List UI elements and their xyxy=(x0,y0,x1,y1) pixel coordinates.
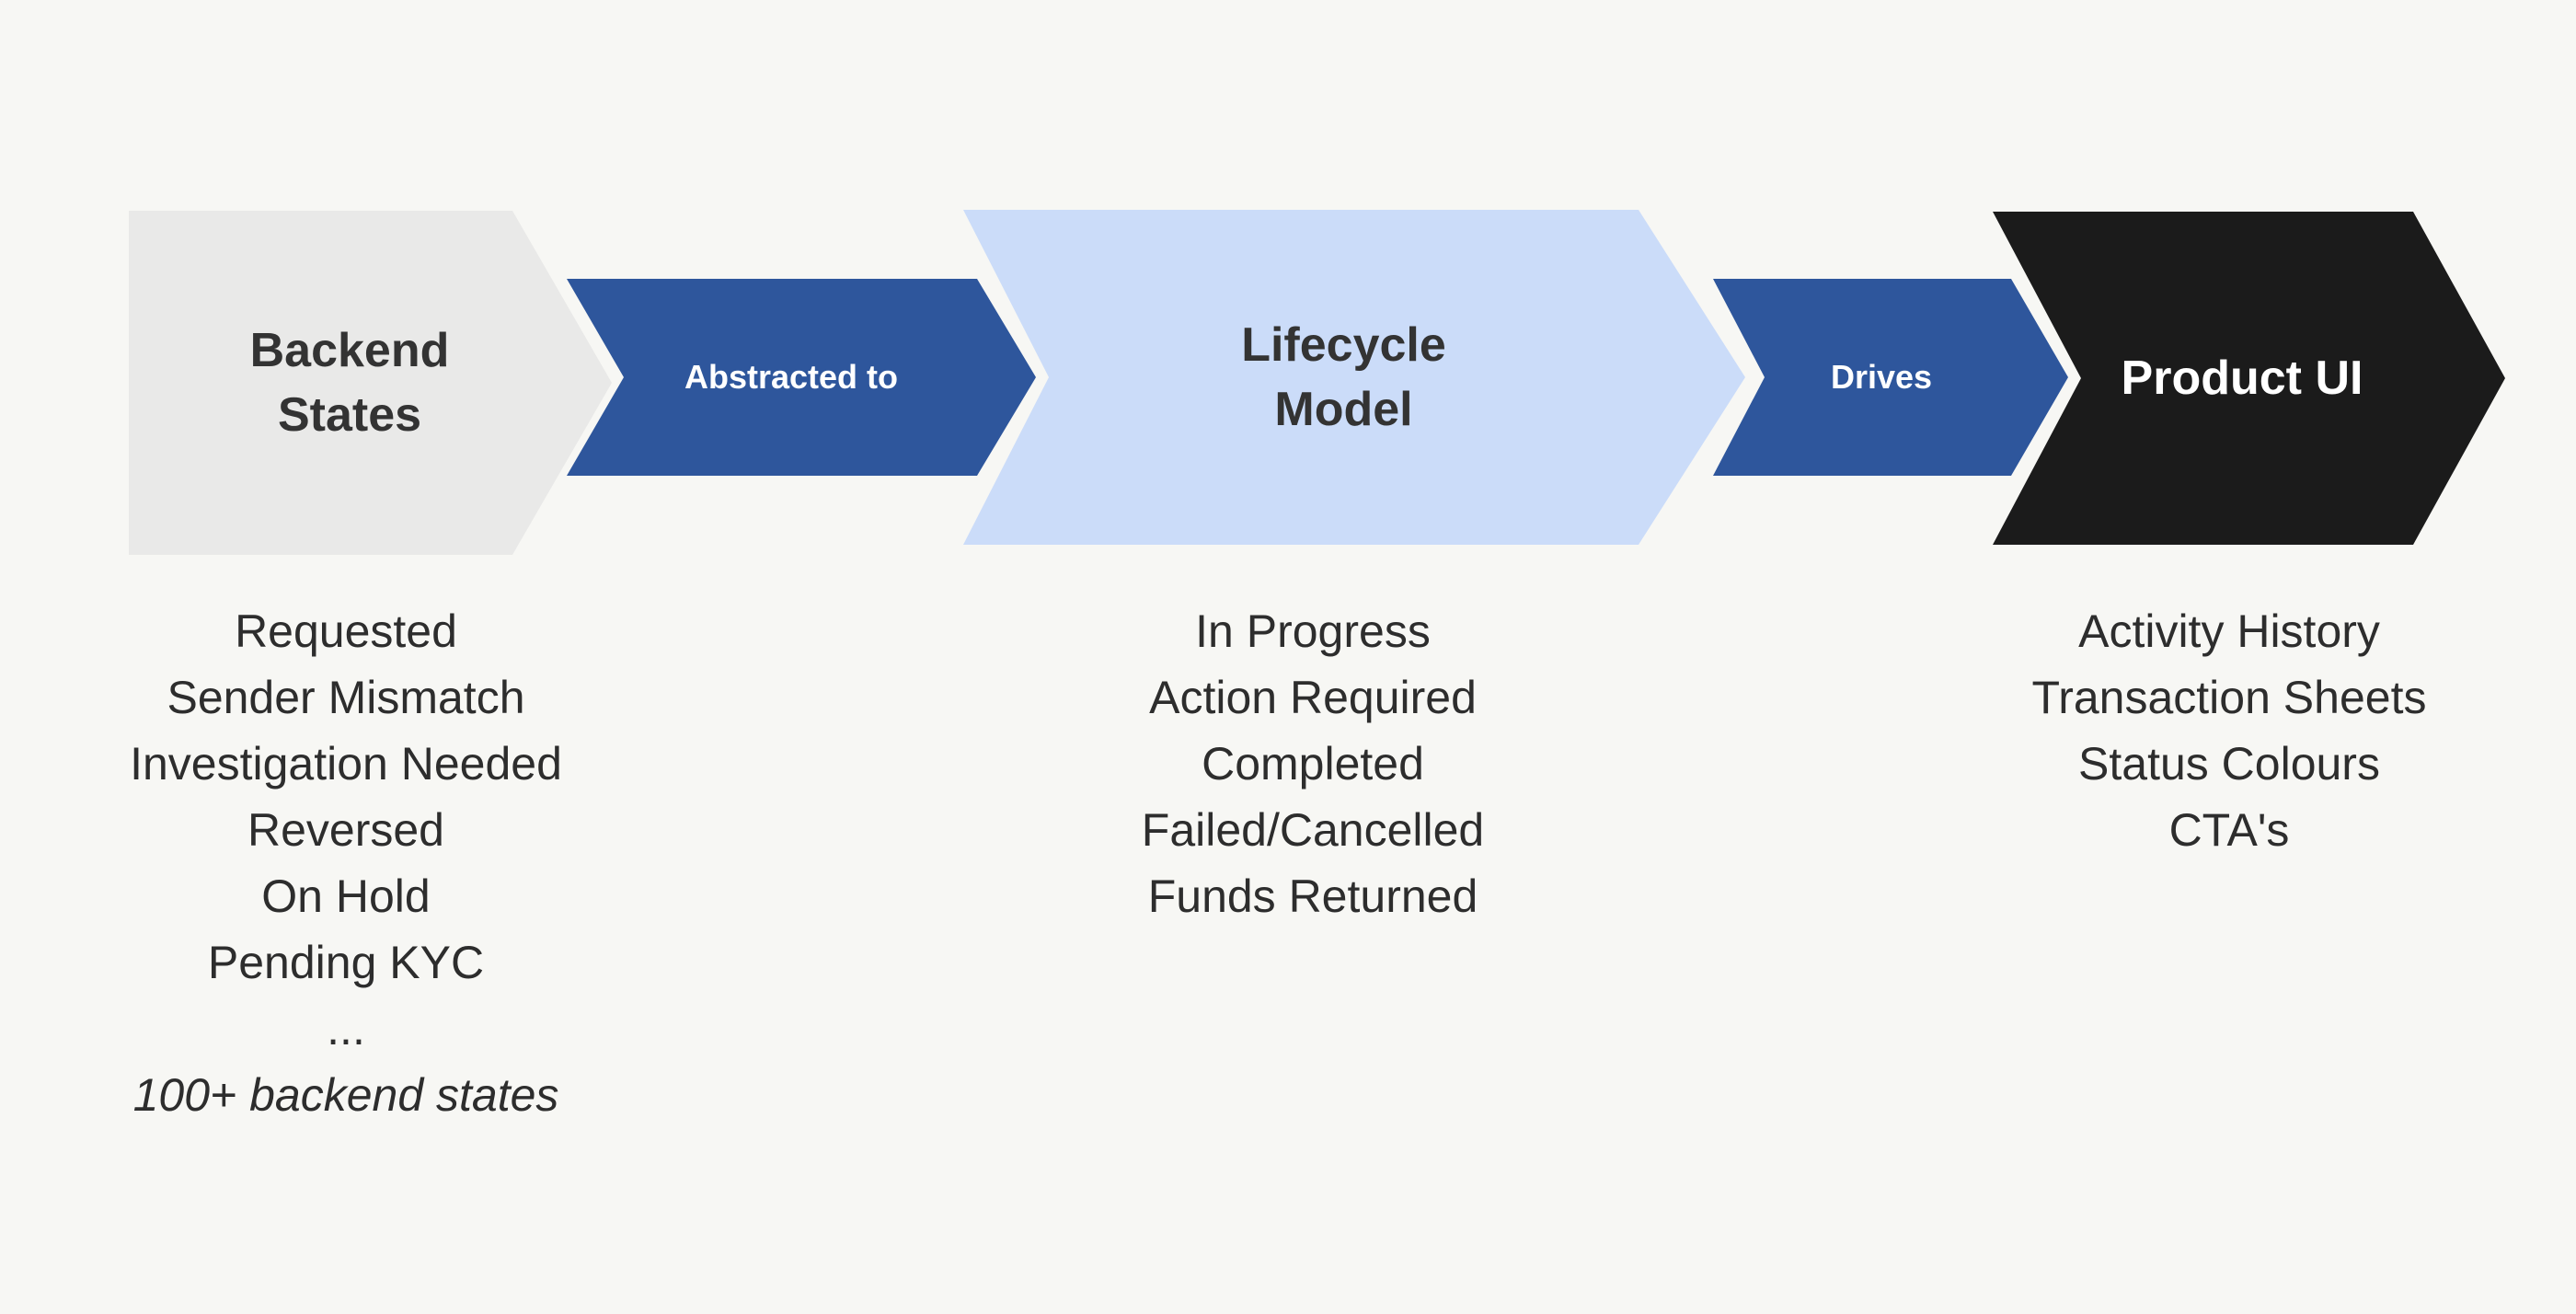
backend-states-footnote: 100+ backend states xyxy=(132,1069,559,1121)
list-item: Status Colours xyxy=(2078,738,2380,790)
list-item: Completed xyxy=(1202,738,1424,790)
list-item: Requested xyxy=(235,605,457,657)
list-item: CTA's xyxy=(2168,804,2290,856)
list-item: Activity History xyxy=(2078,605,2380,657)
list-item: Action Required xyxy=(1149,672,1477,723)
list-item: Pending KYC xyxy=(207,937,485,988)
list-item: On Hold xyxy=(261,870,431,922)
backend-states-shape xyxy=(129,211,612,555)
list-item-ellipsis: ... xyxy=(327,1003,365,1055)
lifecycle-model-list: In Progress Action Required Completed Fa… xyxy=(1037,598,1589,929)
drives-arrow-shape xyxy=(1713,279,2068,476)
list-item: Sender Mismatch xyxy=(167,672,525,723)
backend-states-list: Requested Sender Mismatch Investigation … xyxy=(70,598,622,1128)
list-item: Funds Returned xyxy=(1147,870,1478,922)
lifecycle-model-shape xyxy=(963,210,1745,545)
list-item: Transaction Sheets xyxy=(2031,672,2427,723)
list-item: Investigation Needed xyxy=(130,738,562,790)
abstracted-to-arrow-shape xyxy=(567,279,1036,476)
list-item: Failed/Cancelled xyxy=(1141,804,1485,856)
product-ui-list: Activity History Transaction Sheets Stat… xyxy=(1953,598,2505,863)
list-item: In Progress xyxy=(1195,605,1431,657)
product-ui-shape xyxy=(1993,212,2505,545)
list-item: Reversed xyxy=(247,804,444,856)
